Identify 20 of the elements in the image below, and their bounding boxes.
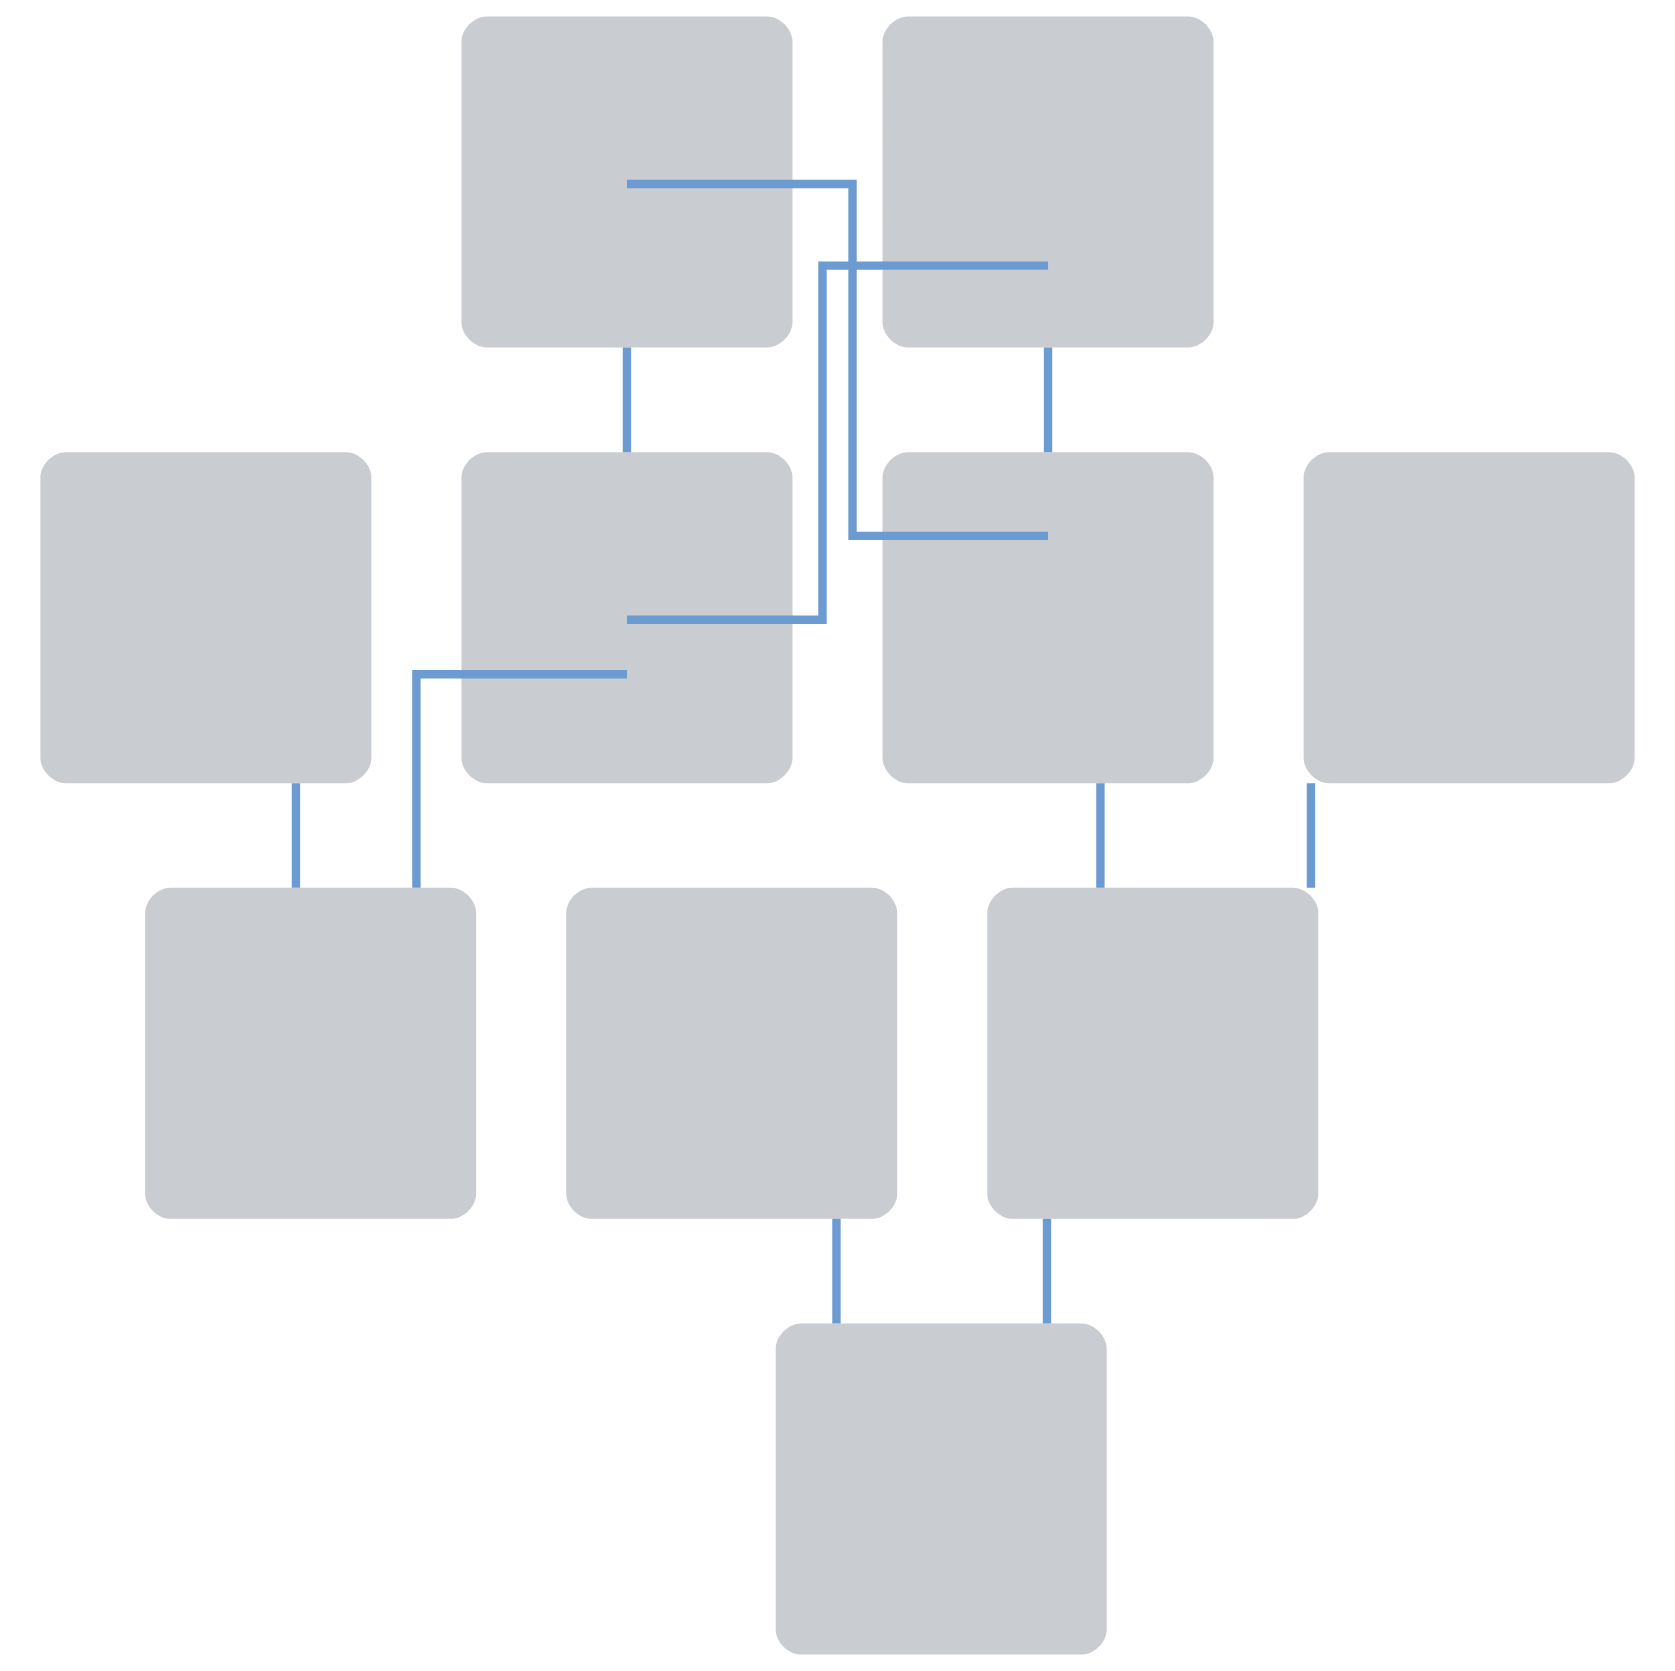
- node-box: [987, 887, 1319, 1219]
- connector: [832, 1218, 841, 1324]
- node-box: [145, 887, 477, 1219]
- node-box: [775, 1323, 1107, 1655]
- node-box: [882, 16, 1214, 348]
- connector: [1043, 347, 1053, 453]
- connector: [1096, 783, 1105, 888]
- connector: [1042, 1218, 1052, 1324]
- connector: [626, 261, 1049, 624]
- node-box: [566, 887, 898, 1219]
- node-box: [461, 452, 793, 784]
- node-box: [461, 16, 793, 348]
- node-box: [882, 452, 1214, 784]
- node-box: [1303, 452, 1635, 784]
- connector: [622, 347, 632, 453]
- connector: [412, 670, 627, 888]
- connector: [626, 179, 1049, 541]
- node-box: [40, 452, 372, 784]
- connector: [1306, 783, 1316, 888]
- connector: [291, 783, 301, 888]
